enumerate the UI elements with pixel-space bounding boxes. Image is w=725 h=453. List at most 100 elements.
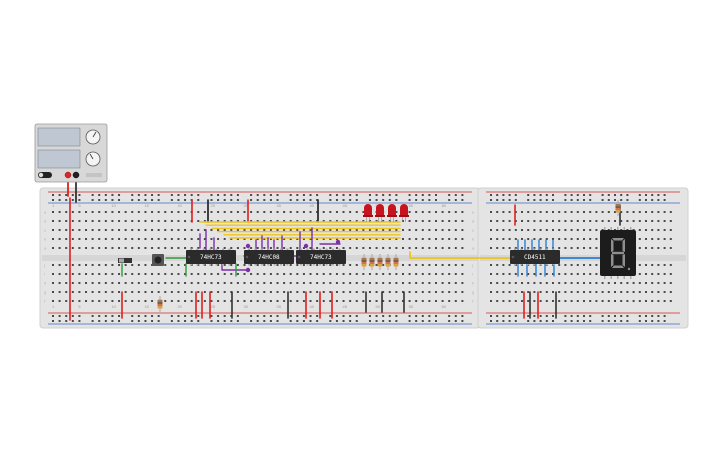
rail-hole[interactable] (236, 315, 239, 317)
terminal-hole[interactable] (496, 229, 499, 231)
terminal-hole[interactable] (111, 264, 114, 266)
terminal-hole[interactable] (52, 291, 54, 293)
rail-hole[interactable] (276, 199, 279, 201)
terminal-hole[interactable] (203, 300, 206, 302)
rail-hole[interactable] (375, 199, 378, 201)
terminal-hole[interactable] (395, 291, 398, 293)
terminal-hole[interactable] (632, 300, 635, 302)
terminal-hole[interactable] (283, 300, 286, 302)
terminal-hole[interactable] (283, 211, 286, 213)
terminal-hole[interactable] (669, 229, 672, 231)
rail-hole[interactable] (170, 315, 173, 317)
rail-hole[interactable] (589, 315, 592, 317)
terminal-hole[interactable] (533, 247, 536, 249)
terminal-hole[interactable] (230, 238, 233, 240)
terminal-hole[interactable] (539, 220, 542, 222)
rail-hole[interactable] (144, 199, 147, 201)
terminal-hole[interactable] (651, 282, 654, 284)
terminal-hole[interactable] (316, 220, 319, 222)
terminal-hole[interactable] (104, 282, 107, 284)
rail-hole[interactable] (157, 320, 160, 322)
terminal-hole[interactable] (342, 264, 345, 266)
terminal-hole[interactable] (570, 264, 573, 266)
rail-hole[interactable] (527, 199, 530, 201)
terminal-hole[interactable] (595, 282, 598, 284)
terminal-hole[interactable] (203, 264, 206, 266)
terminal-hole[interactable] (243, 264, 246, 266)
terminal-hole[interactable] (490, 273, 492, 275)
rail-hole[interactable] (428, 320, 431, 322)
rail-hole[interactable] (589, 194, 592, 196)
terminal-hole[interactable] (184, 247, 187, 249)
terminal-hole[interactable] (71, 238, 74, 240)
terminal-hole[interactable] (415, 229, 418, 231)
terminal-hole[interactable] (496, 211, 499, 213)
terminal-hole[interactable] (388, 247, 391, 249)
rail-hole[interactable] (545, 199, 548, 201)
terminal-hole[interactable] (564, 220, 567, 222)
terminal-hole[interactable] (368, 282, 371, 284)
terminal-hole[interactable] (368, 273, 371, 275)
rail-hole[interactable] (570, 194, 573, 196)
terminal-hole[interactable] (663, 211, 666, 213)
terminal-hole[interactable] (395, 300, 398, 302)
terminal-hole[interactable] (626, 291, 629, 293)
terminal-hole[interactable] (322, 229, 325, 231)
terminal-hole[interactable] (558, 273, 561, 275)
terminal-hole[interactable] (230, 229, 233, 231)
terminal-hole[interactable] (663, 300, 666, 302)
terminal-hole[interactable] (342, 300, 345, 302)
terminal-hole[interactable] (78, 220, 81, 222)
terminal-hole[interactable] (98, 220, 101, 222)
terminal-hole[interactable] (434, 273, 437, 275)
terminal-hole[interactable] (71, 273, 74, 275)
terminal-hole[interactable] (256, 282, 259, 284)
terminal-hole[interactable] (508, 247, 511, 249)
terminal-hole[interactable] (250, 291, 253, 293)
terminal-hole[interactable] (570, 220, 573, 222)
terminal-hole[interactable] (514, 291, 517, 293)
terminal-hole[interactable] (448, 247, 451, 249)
terminal-hole[interactable] (651, 238, 654, 240)
terminal-hole[interactable] (210, 291, 213, 293)
terminal-hole[interactable] (395, 220, 398, 222)
rail-hole[interactable] (626, 194, 629, 196)
wire-junction[interactable] (245, 267, 251, 273)
terminal-hole[interactable] (250, 220, 253, 222)
rail-hole[interactable] (428, 199, 431, 201)
terminal-hole[interactable] (329, 238, 332, 240)
terminal-hole[interactable] (144, 229, 147, 231)
terminal-hole[interactable] (177, 229, 180, 231)
terminal-hole[interactable] (78, 291, 81, 293)
terminal-hole[interactable] (230, 273, 233, 275)
terminal-hole[interactable] (329, 291, 332, 293)
terminal-hole[interactable] (421, 220, 424, 222)
terminal-hole[interactable] (78, 282, 81, 284)
terminal-hole[interactable] (502, 282, 505, 284)
terminal-hole[interactable] (434, 300, 437, 302)
terminal-hole[interactable] (589, 282, 592, 284)
terminal-hole[interactable] (118, 229, 121, 231)
terminal-hole[interactable] (595, 247, 598, 249)
terminal-hole[interactable] (638, 291, 641, 293)
terminal-hole[interactable] (552, 220, 554, 222)
terminal-hole[interactable] (375, 220, 378, 222)
terminal-hole[interactable] (382, 238, 385, 240)
terminal-hole[interactable] (111, 247, 114, 249)
terminal-hole[interactable] (52, 247, 54, 249)
terminal-hole[interactable] (601, 282, 604, 284)
terminal-hole[interactable] (638, 264, 641, 266)
terminal-hole[interactable] (508, 264, 511, 266)
terminal-hole[interactable] (632, 211, 635, 213)
terminal-hole[interactable] (527, 291, 530, 293)
terminal-hole[interactable] (570, 238, 573, 240)
rail-hole[interactable] (197, 199, 200, 201)
terminal-hole[interactable] (164, 291, 167, 293)
wire-junction[interactable] (303, 243, 309, 249)
rail-hole[interactable] (490, 199, 492, 201)
terminal-hole[interactable] (131, 273, 134, 275)
terminal-hole[interactable] (638, 211, 641, 213)
terminal-hole[interactable] (329, 247, 332, 249)
terminal-hole[interactable] (441, 211, 444, 213)
rail-hole[interactable] (269, 194, 272, 196)
